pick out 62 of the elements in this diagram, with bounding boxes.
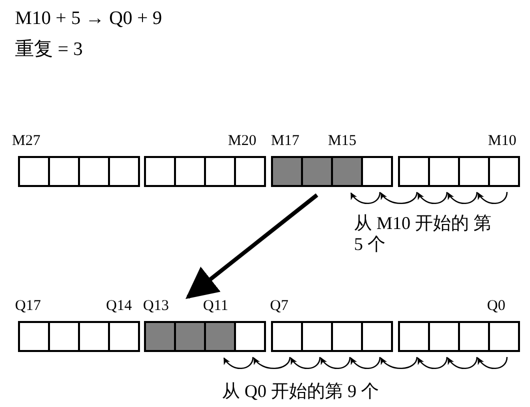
bit-cell: [428, 156, 460, 187]
curved-arrow: [447, 356, 478, 369]
shaded-bit-cell: [144, 321, 176, 352]
curved-arrow: [350, 356, 381, 369]
curved-arrow: [417, 356, 448, 369]
register-label: M15: [328, 133, 356, 150]
bit-cell: [108, 156, 140, 187]
curved-arrow: [350, 192, 381, 204]
note-text: 从 M10 开始的 第 5 个: [354, 213, 493, 254]
register-label: M27: [12, 133, 40, 150]
shaded-bit-cell: [301, 156, 333, 187]
bit-cell: [398, 321, 430, 352]
bit-cell: [361, 156, 393, 187]
register-label: Q7: [270, 298, 288, 316]
bit-cell: [458, 321, 490, 352]
shaded-bit-cell: [271, 156, 303, 187]
bit-cell: [361, 321, 393, 352]
bit-cell: [488, 321, 520, 352]
bit-cell: [48, 156, 80, 187]
bit-cell: [301, 321, 333, 352]
formula-text: 重复 = 3: [15, 39, 83, 61]
curved-arrow: [380, 356, 418, 369]
curved-arrow: [447, 192, 478, 204]
shaded-bit-cell: [331, 156, 363, 187]
bit-cell: [458, 156, 490, 187]
curved-arrow: [417, 192, 448, 204]
curved-arrow: [223, 356, 254, 369]
shaded-bit-cell: [174, 321, 206, 352]
bit-cell: [488, 156, 520, 187]
curved-arrow: [380, 192, 418, 204]
bit-cell: [78, 321, 110, 352]
register-label: Q11: [203, 298, 228, 316]
register-label: M17: [271, 133, 300, 150]
bit-cell: [271, 321, 303, 352]
bit-cell: [108, 321, 140, 352]
bit-cell: [331, 321, 363, 352]
bit-cell: [428, 321, 460, 352]
register-label: Q13: [143, 298, 169, 316]
formula-text: M10 + 5 → Q0 + 9: [15, 8, 162, 30]
register-label: M10: [488, 133, 516, 150]
bit-cell: [48, 321, 80, 352]
bit-cell: [204, 156, 236, 187]
register-label: M20: [228, 133, 256, 150]
bit-cell: [144, 156, 176, 187]
register-label: Q17: [15, 298, 41, 316]
bit-cell: [18, 321, 50, 352]
bit-cell: [234, 321, 266, 352]
bit-cell: [234, 156, 266, 187]
curved-arrow: [477, 356, 508, 369]
curved-arrow: [320, 356, 351, 369]
register-label: Q14: [106, 298, 132, 316]
register-label: Q0: [487, 298, 506, 316]
arrow: [186, 193, 318, 299]
bit-cell: [18, 156, 50, 187]
bit-cell: [78, 156, 110, 187]
note-text: 从 Q0 开始的第 9 个: [222, 381, 379, 402]
bit-cell: [174, 156, 206, 187]
curved-arrow: [253, 356, 291, 369]
bit-cell: [398, 156, 430, 187]
curved-arrow: [290, 356, 321, 369]
curved-arrow: [477, 192, 508, 204]
shaded-bit-cell: [204, 321, 236, 352]
